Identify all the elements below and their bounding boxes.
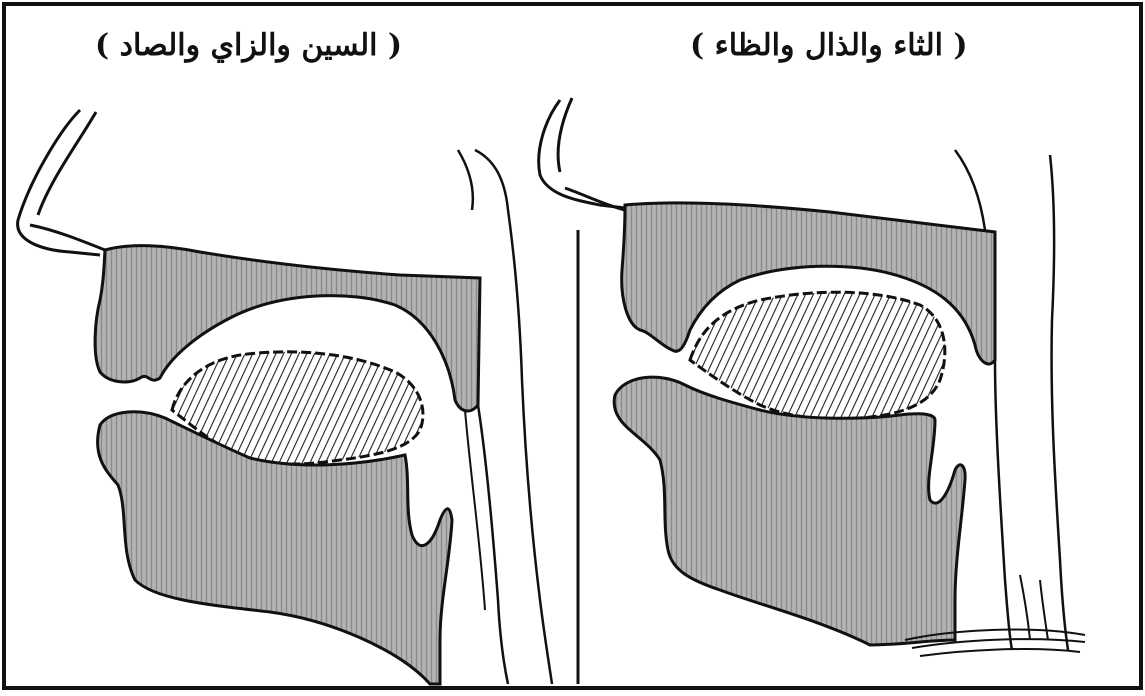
right-panel-illustration xyxy=(539,98,1085,656)
right-lower-jaw xyxy=(614,377,965,645)
right-nose-outline xyxy=(539,100,625,208)
right-panel-caption: ( الثاء والذال والظاء ) xyxy=(690,28,968,63)
right-pharynx-lines xyxy=(955,150,1068,650)
left-panel-illustration xyxy=(18,110,552,684)
left-panel-caption: ( السين والزاي والصاد ) xyxy=(95,28,402,63)
left-pharynx-lines xyxy=(458,150,552,684)
